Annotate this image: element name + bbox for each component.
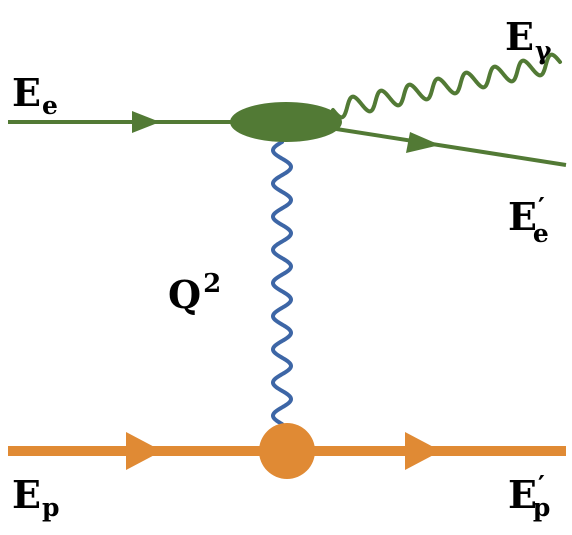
label-outgoing-electron: E′e (508, 193, 549, 248)
outgoing-electron-arrow (406, 132, 440, 153)
outgoing-proton-arrow (405, 432, 441, 470)
incoming-electron-arrow (132, 111, 160, 133)
electron-vertex (230, 102, 342, 142)
label-momentum-transfer: Q2 (168, 269, 221, 317)
proton-vertex (259, 423, 315, 479)
photon-wavy-line (331, 52, 562, 120)
exchange-boson-wavy-line (270, 140, 293, 426)
label-radiated-photon: Eγ (505, 14, 552, 65)
label-incoming-proton: Ep (12, 472, 59, 522)
outgoing-electron-line (329, 126, 567, 167)
label-outgoing-proton: E′p (508, 471, 550, 522)
label-incoming-electron: Ee (12, 70, 58, 120)
incoming-proton-arrow (126, 432, 162, 470)
